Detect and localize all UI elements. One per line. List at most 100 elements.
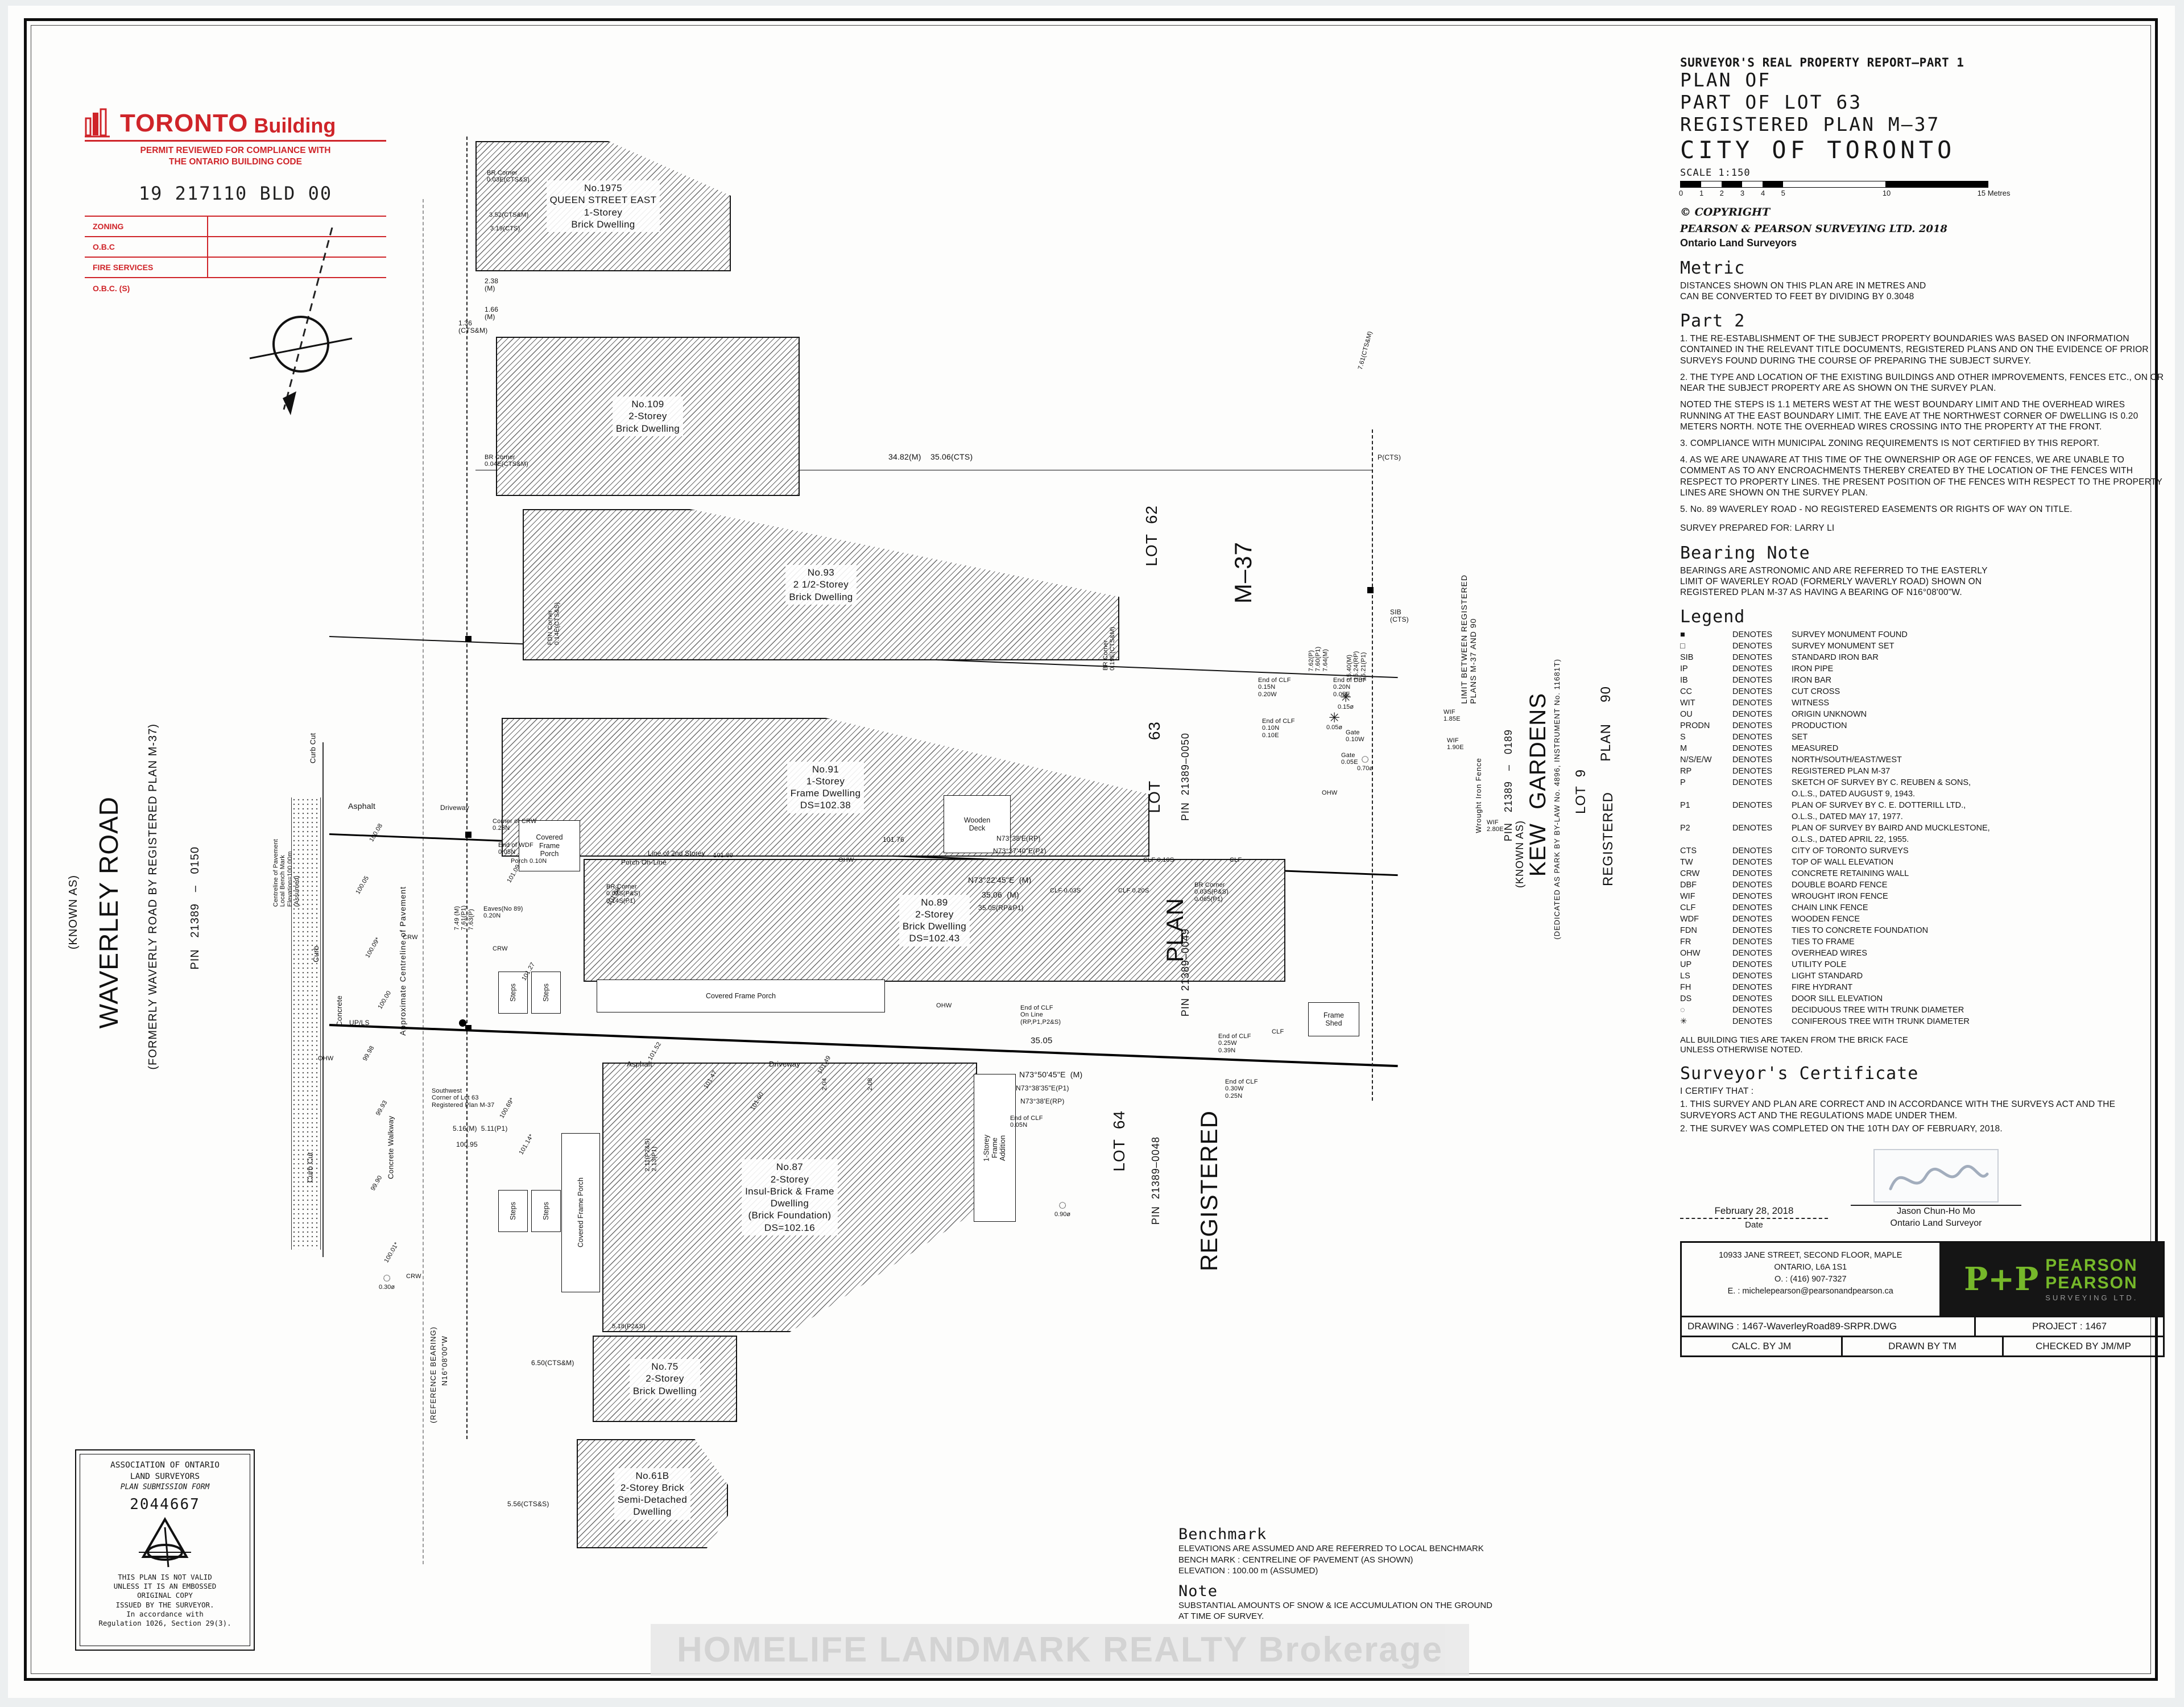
legend-description: UTILITY POLE — [1792, 960, 1847, 970]
legend-code: OU — [1680, 710, 1693, 720]
plan-annotation: OHW — [838, 857, 854, 863]
legend-denotes: DENOTES — [1732, 903, 1773, 913]
legend-row: WDF DENOTES WOODEN FENCE — [1680, 914, 2165, 925]
legend-code: CRW — [1680, 869, 1700, 879]
toronto-building-stamp: TORONTO Building PERMIT REVIEWED FOR COM… — [85, 108, 386, 415]
plan-annotation: N73°38'E(RP) — [1020, 1097, 1065, 1105]
plan-annotation: 34.82(M) 35.06(CTS) — [888, 452, 973, 461]
plan-annotation: CLF 0.20S — [1118, 887, 1149, 894]
curb-line — [322, 742, 324, 1257]
legend-description: ORIGIN UNKNOWN — [1792, 710, 1867, 720]
plan-vertical-label: (REFERENCE BEARING) — [429, 1326, 437, 1423]
building-label: No.91 1-Storey Frame Dwelling DS=102.38 — [787, 761, 864, 813]
signature-line — [1851, 1205, 2021, 1206]
plan-annotation: BR Corner 0.03S(P&S) 0.065(P1) — [1194, 882, 1229, 903]
plan-vertical-label: LIMIT BETWEEN REGISTERED PLANS M-37 AND … — [1459, 574, 1478, 704]
legend-code: ◌ — [1680, 1006, 1685, 1015]
legend-code: P2 — [1680, 824, 1690, 833]
note-body: SUBSTANTIAL AMOUNTS OF SNOW & ICE ACCUMU… — [1178, 1600, 1492, 1622]
plan-annotation: Centreline of Pavement Local Bench Mark … — [272, 838, 300, 907]
legend-description: NORTH/SOUTH/EAST/WEST — [1792, 755, 1902, 765]
signer-name: Jason Chun-Ho Mo — [1897, 1206, 1975, 1217]
plan-annotation: N73°22'45"E (M) — [968, 875, 1032, 885]
legend-code: WIF — [1680, 892, 1695, 902]
certificate-heading: Surveyor's Certificate — [1680, 1064, 1919, 1084]
legend-code: WDF — [1680, 915, 1699, 924]
legend-denotes: DENOTES — [1732, 698, 1773, 708]
legend-description: CHAIN LINK FENCE — [1792, 903, 1868, 913]
plan-annotation: 2.08 — [866, 1078, 874, 1091]
road-centreline — [423, 199, 424, 1564]
scale-tick-label: 10 — [1882, 188, 1891, 197]
legend-code: IP — [1680, 664, 1688, 674]
plan-title-line: REGISTERED PLAN M–37 — [1680, 113, 1941, 135]
legend-denotes: DENOTES — [1732, 926, 1773, 936]
plan-annotation: 35.05(RP&P1) — [978, 904, 1024, 912]
plan-vertical-label: REGISTERED — [1600, 792, 1616, 887]
legend-heading: Legend — [1680, 607, 1745, 627]
legend-description: TIES TO FRAME — [1792, 937, 1855, 947]
survey-monument-icon — [1367, 587, 1374, 593]
legend-denotes: DENOTES — [1732, 881, 1773, 890]
plan-annotation: WIF 1.90E — [1447, 737, 1464, 751]
plan-annotation: CLF — [1272, 1028, 1284, 1035]
legend-denotes: DENOTES — [1732, 892, 1773, 902]
legend-code: OHW — [1680, 949, 1701, 958]
legend-code: SIB — [1680, 653, 1694, 663]
permit-number: 19 217110 BLD 00 — [138, 183, 333, 205]
legend-row: RP DENOTES REGISTERED PLAN M-37 — [1680, 766, 2165, 777]
part2-paragraph: 5. No. 89 WAVERLEY ROAD - NO REGISTERED … — [1680, 505, 2073, 515]
legend-code: □ — [1680, 642, 1685, 651]
legend-code: DS — [1680, 994, 1692, 1004]
plan-annotation: End of CLF 0.05N — [1010, 1115, 1043, 1129]
pp-logo-monogram: P+P — [1964, 1260, 2039, 1298]
plan-annotation: CLF 0.10S — [1143, 857, 1174, 863]
part2-paragraph: 3. COMPLIANCE WITH MUNICIPAL ZONING REQU… — [1680, 439, 2100, 448]
plan-annotation: 6.50(CTS&M) — [531, 1359, 574, 1367]
legend-code: PRODN — [1680, 721, 1710, 731]
plan-annotation: BR Corner 0.04E(CTS&M) — [485, 454, 528, 468]
plan-annotation: Southwest Corner of Lot 63 Registered Pl… — [432, 1088, 495, 1109]
plan-vertical-label: (KNOWN AS) — [1514, 820, 1525, 888]
survey-monument-icon — [465, 832, 471, 838]
company-box: 10933 JANE STREET, SECOND FLOOR, MAPLE O… — [1680, 1241, 2165, 1317]
company-address: 10933 JANE STREET, SECOND FLOOR, MAPLE O… — [1719, 1250, 1902, 1296]
note-heading: Note — [1178, 1582, 1218, 1600]
calc-by: CALC. BY JM — [1682, 1337, 1843, 1355]
legend-description: MEASURED — [1792, 744, 1839, 754]
plan-annotation: OHW — [1322, 790, 1338, 796]
legend-description: TOP OF WALL ELEVATION — [1792, 858, 1894, 867]
checked-by: CHECKED BY JM/MP — [2036, 1340, 2131, 1351]
plan-annotation: CRW — [403, 934, 418, 941]
plan-annotation: N73°38'E(RP) — [996, 834, 1041, 842]
certificate-signoff: February 28, 2018 Date Jason Chun-Ho Mo … — [1680, 1149, 2165, 1230]
part2-heading: Part 2 — [1680, 311, 1745, 332]
legend-row: WIF DENOTES WROUGHT IRON FENCE — [1680, 891, 2165, 902]
permit-table-label: FIRE SERVICES — [85, 258, 209, 278]
plan-vertical-label: PIN 21389–0049 — [1180, 928, 1191, 1017]
plan-vertical-label: PIN 21389 – 0150 — [189, 846, 201, 970]
plan-annotation: Line of 2nd Storey — [648, 849, 706, 857]
tree-icon: ◌ — [1360, 751, 1370, 767]
legend-row: □ DENOTES SURVEY MONUMENT SET — [1680, 640, 2165, 652]
plan-annotation: CRW — [493, 945, 508, 952]
certificate-date: February 28, 2018 — [1714, 1205, 1794, 1216]
building-footprint: No.109 2-Storey Brick Dwelling — [496, 337, 800, 496]
legend-denotes: DENOTES — [1732, 960, 1773, 970]
plan-annotation: 101.76 — [883, 836, 904, 844]
permit-table-row: FIRE SERVICES — [85, 258, 386, 279]
tree-diameter: 0.15ø — [1338, 703, 1354, 710]
legend-code: RP — [1680, 767, 1692, 776]
survey-prepared-for: SURVEY PREPARED FOR: LARRY LI — [1680, 523, 1835, 534]
building-footprint: No.61B 2-Storey Brick Semi-Detached Dwel… — [577, 1439, 728, 1548]
plan-annotation: 15.40(M) 15.24(RP) 15.21(P1) — [1346, 651, 1367, 681]
plan-annotation: End of WDF 0.05N — [498, 842, 533, 856]
plan-annotation: End of CLF 0.10N 0.10E — [1262, 718, 1295, 739]
certificate-intro: I CERTIFY THAT : — [1680, 1086, 1754, 1097]
scale-tick-label: 3 — [1740, 188, 1745, 197]
tree-diameter: 0.05ø — [1326, 724, 1343, 731]
plan-vertical-label: 90 — [1598, 686, 1614, 702]
survey-monument-icon — [465, 1025, 471, 1031]
plan-annotation: End of CLF 0.30W 0.25N — [1225, 1078, 1258, 1100]
